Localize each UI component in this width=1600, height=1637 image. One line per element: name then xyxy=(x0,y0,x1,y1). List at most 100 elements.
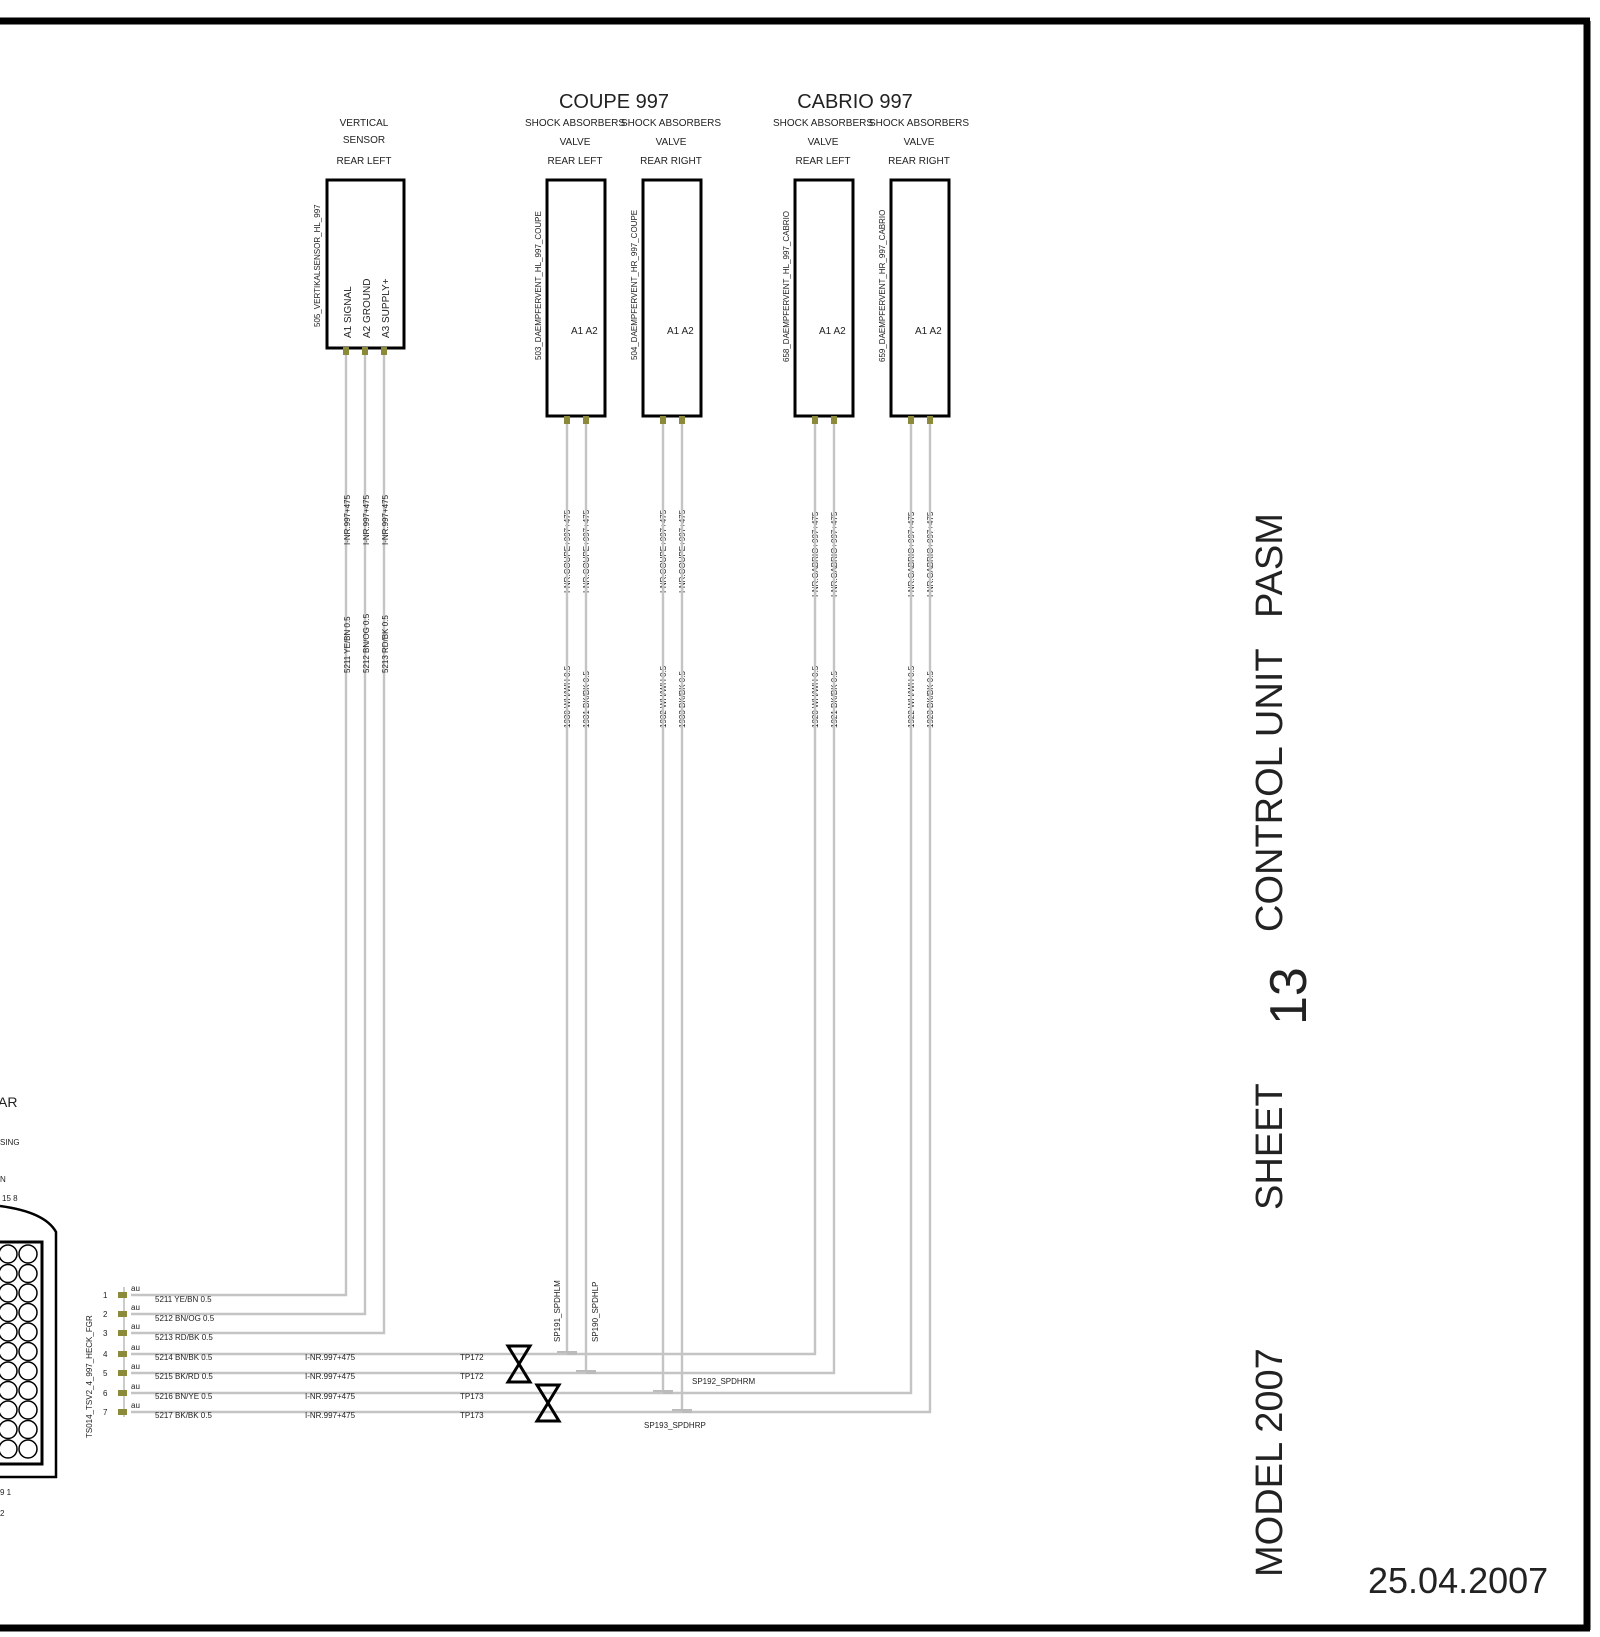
wire-1920 xyxy=(567,424,817,1356)
connector-cavity xyxy=(0,1361,18,1381)
connector-pin-terminal xyxy=(118,1311,127,1317)
valve-pins: A1 A2 xyxy=(667,326,694,337)
connector-cavity xyxy=(0,1341,18,1362)
connector-pin-terminal xyxy=(118,1409,127,1415)
title-sheet: SHEET xyxy=(1249,1083,1291,1210)
connector-cavity xyxy=(18,1283,38,1303)
valve-position: REAR LEFT xyxy=(547,156,602,167)
valve-cabrio-rear-left: SHOCK ABSORBERS VALVE REAR LEFT 658_DAEM… xyxy=(773,118,873,728)
wire-5211 xyxy=(131,355,348,1297)
test-point-label: TP172 xyxy=(460,1372,484,1381)
connector-wire-label: 5213 RD/BK 0.5 xyxy=(155,1333,213,1342)
connector-holes xyxy=(0,1244,38,1459)
connector-pin-au: au xyxy=(131,1401,140,1410)
connector-pin-terminal xyxy=(118,1330,127,1336)
test-point-label: TP173 xyxy=(460,1392,484,1401)
sensor-pin-terminal xyxy=(343,347,349,355)
connector-cavity xyxy=(18,1322,38,1342)
connector-pin-number: 7 xyxy=(103,1408,108,1417)
valve-position: REAR RIGHT xyxy=(640,156,702,167)
sensor-caption-3: REAR LEFT xyxy=(336,156,391,167)
connector-wire-label: 5212 BN/OG 0.5 xyxy=(155,1314,215,1323)
connector-cavity xyxy=(18,1341,38,1362)
group-coupe-label: COUPE 997 xyxy=(559,91,669,113)
connector-wire-label: 5214 BN/BK 0.5 xyxy=(155,1353,213,1362)
test-point-label: TP173 xyxy=(460,1411,484,1420)
valve-caption: VALVE xyxy=(560,137,591,148)
connector-pin-au: au xyxy=(131,1303,140,1312)
connector-housing-shape xyxy=(0,1204,58,1479)
connector-cavity xyxy=(0,1439,18,1459)
connector-inr-label: I-NR.997+475 xyxy=(305,1411,356,1420)
valve-coupe-rear-right: SHOCK ABSORBERS VALVE REAR RIGHT 504_DAE… xyxy=(621,118,721,728)
valve-type-label: SHOCK ABSORBERS xyxy=(869,118,969,129)
connector-cavity xyxy=(18,1400,38,1420)
valve-position: REAR RIGHT xyxy=(888,156,950,167)
connector-cavity xyxy=(0,1283,18,1303)
valve-type-label: SHOCK ABSORBERS xyxy=(621,118,721,129)
connector-id: TS014_TSV2_4_997_HECK_FGR xyxy=(85,1315,94,1438)
splice-label: SP193_SPDHRP xyxy=(644,1421,706,1430)
valve-caption: VALVE xyxy=(904,137,935,148)
valve-box xyxy=(641,178,703,418)
connector-pin-terminal xyxy=(118,1292,127,1298)
cut-off-connector: AR SING N 15 8 9 1 2 xyxy=(0,1094,58,1518)
connector-cavity xyxy=(0,1400,18,1420)
sensor-wire-label: 5211 YE/BN 0.5 xyxy=(343,616,352,673)
wire-1923 xyxy=(682,424,932,1414)
connector-pin-au: au xyxy=(131,1382,140,1391)
wire-1922 xyxy=(663,424,913,1395)
cut-connector-bottom-pins: 9 1 xyxy=(0,1488,12,1497)
connector-pin-number: 2 xyxy=(103,1310,108,1319)
connector-ts014: TS014_TSV2_4_997_HECK_FGR 1 2 3 4 5 6 7 … xyxy=(85,1284,484,1438)
connector-cavity xyxy=(18,1419,38,1440)
connector-wire-label: 5216 BN/YE 0.5 xyxy=(155,1392,213,1401)
connector-pin-terminal xyxy=(118,1390,127,1396)
cut-connector-title: AR xyxy=(0,1094,17,1110)
sensor-pin-terminal xyxy=(381,347,387,355)
valve-coupe-rear-left: SHOCK ABSORBERS VALVE REAR LEFT 503_DAEM… xyxy=(525,118,625,728)
valve-pin-terminal xyxy=(564,416,570,424)
cut-connector-top-pins: 15 8 xyxy=(2,1194,18,1203)
sensor-pin-a1: A1 SIGNAL xyxy=(343,286,354,338)
connector-pin-number: 1 xyxy=(103,1291,108,1300)
cut-connector-n: N xyxy=(0,1175,6,1184)
connector-cavity xyxy=(18,1263,38,1284)
connector-cavity xyxy=(0,1419,18,1440)
connector-wire-label: 5211 YE/BN 0.5 xyxy=(155,1295,212,1304)
connector-wire-label: 5215 BK/RD 0.5 xyxy=(155,1372,213,1381)
valve-caption: VALVE xyxy=(656,137,687,148)
connector-pin-number: 4 xyxy=(103,1350,108,1359)
valve-caption: VALVE xyxy=(808,137,839,148)
valve-id: 659_DAEMPFERVENT_HR_997_CABRIO xyxy=(878,210,887,362)
valve-pins: A1 A2 xyxy=(819,326,846,337)
connector-cavity xyxy=(0,1244,18,1264)
connector-pin-number: 6 xyxy=(103,1389,108,1398)
wire-5212 xyxy=(131,355,367,1316)
connector-pin-terminal xyxy=(118,1370,127,1376)
sensor-caption-1: VERTICAL xyxy=(340,118,389,129)
connector-pin-number: 5 xyxy=(103,1369,108,1378)
title-date: 25.04.2007 xyxy=(1368,1560,1548,1601)
valve-type-label: SHOCK ABSORBERS xyxy=(525,118,625,129)
connector-inr-label: I-NR.997+475 xyxy=(305,1372,356,1381)
sensor-pin-a3: A3 SUPPLY+ xyxy=(381,278,392,338)
valve-id: 504_DAEMPFERVENT_HR_997_COUPE xyxy=(630,210,639,360)
valve-pin-terminal xyxy=(812,416,818,424)
wire-1921 xyxy=(586,424,836,1375)
valve-position: REAR LEFT xyxy=(795,156,850,167)
test-point-label: TP172 xyxy=(460,1353,484,1362)
sensor-inr-label: I-NR.997+475 xyxy=(343,494,352,545)
sensor-wire-label: 5212 BN/OG 0.5 xyxy=(362,613,371,673)
valve-cabrio-rear-right: SHOCK ABSORBERS VALVE REAR RIGHT 659_DAE… xyxy=(869,118,969,728)
valve-type-label: SHOCK ABSORBERS xyxy=(773,118,873,129)
splice-label: SP190_SPDHLP xyxy=(591,1282,600,1342)
connector-wire-label: 5217 BK/BK 0.5 xyxy=(155,1411,212,1420)
valve-pin-terminal xyxy=(831,416,837,424)
connector-cavity xyxy=(0,1380,18,1401)
cut-connector-housing: SING xyxy=(0,1138,20,1147)
connector-pin-number: 3 xyxy=(103,1329,108,1338)
valve-pin-terminal xyxy=(660,416,666,424)
connector-cavity xyxy=(18,1380,38,1401)
